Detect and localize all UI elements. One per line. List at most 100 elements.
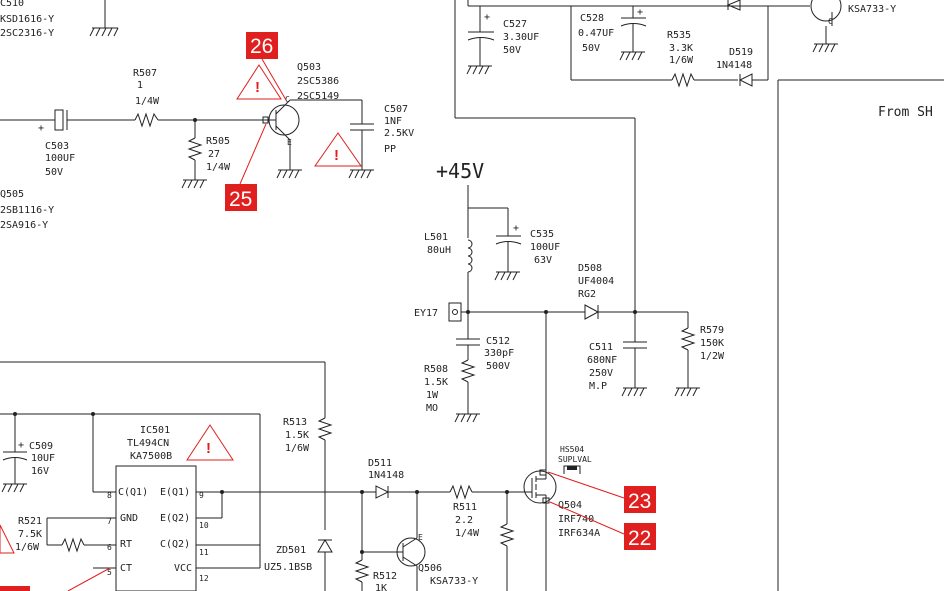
zd501-part: UZ5.1BSB <box>264 562 312 573</box>
c528-value: 0.47UF <box>578 28 614 39</box>
sb1116-label: 2SB1116-Y <box>0 205 54 216</box>
hs-label: SUPLVAL <box>558 455 592 464</box>
q504-part1: IRF740 <box>558 514 594 525</box>
ground-symbol <box>89 0 119 37</box>
q503-part1: 2SC5386 <box>297 76 339 87</box>
c535-voltage: 63V <box>534 255 552 266</box>
r505-value: 27 <box>208 149 220 160</box>
svg-text:+: + <box>484 12 490 23</box>
svg-text:23: 23 <box>628 490 651 513</box>
svg-text:+: + <box>513 223 519 234</box>
c527-capacitor: + <box>467 6 495 66</box>
ground-symbol <box>454 413 480 423</box>
c507-type: PP <box>384 144 396 155</box>
warning-triangle-icon <box>0 524 15 554</box>
r507-watt: 1/4W <box>135 96 160 107</box>
c512-value: 330pF <box>484 348 514 359</box>
ic-pin-e-q1: E(Q1) <box>160 487 190 498</box>
warning-triangle-icon: ! <box>314 132 362 167</box>
heatsink-icon <box>563 465 581 474</box>
svg-text:!: ! <box>255 79 260 96</box>
c535-capacitor: + <box>495 223 522 272</box>
r508-watt: 1W <box>426 390 439 401</box>
r511-watt: 1/4W <box>455 528 480 539</box>
svg-text:C: C <box>828 17 833 26</box>
ground-symbol <box>812 43 838 53</box>
ey17-connector <box>448 302 462 322</box>
l501-value: 80uH <box>427 245 451 256</box>
c512-voltage: 500V <box>486 361 510 372</box>
c527-value: 3.30UF <box>503 32 539 43</box>
c509-capacitor: + <box>2 440 28 484</box>
svg-text:+: + <box>18 440 24 451</box>
c511-type: M.P <box>589 381 607 392</box>
d508-part: UF4004 <box>578 276 614 287</box>
c503-capacitor: + <box>38 109 68 134</box>
c535-ref: C535 <box>530 229 554 240</box>
r513-watt: 1/6W <box>285 443 310 454</box>
callout-25: 25 <box>225 123 267 211</box>
sc2316-label: 2SC2316-Y <box>0 28 54 39</box>
diode-top <box>726 0 741 11</box>
resistor-gate-pulldown <box>499 523 515 547</box>
r508-resistor <box>460 359 476 383</box>
r507-value: 1 <box>137 80 143 91</box>
r512-ref: R512 <box>373 571 397 582</box>
c527-ref: C527 <box>503 19 527 30</box>
c535-value: 100UF <box>530 242 560 253</box>
ground-symbol <box>621 387 647 397</box>
c511-ref: C511 <box>589 342 613 353</box>
d511-part: 1N4148 <box>368 470 404 481</box>
ic-pin-rt: RT <box>120 539 132 550</box>
callout-22: 22 <box>624 523 656 550</box>
c503-voltage: 50V <box>45 167 63 178</box>
ground-symbol <box>1 483 27 493</box>
svg-text:12: 12 <box>199 574 209 583</box>
c527-voltage: 50V <box>503 45 521 56</box>
from-sh-label: From SH <box>878 105 933 120</box>
q503-e-pin: E <box>287 138 292 147</box>
c507-ref: C507 <box>384 104 408 115</box>
ic-pin-e-q2: E(Q2) <box>160 513 190 524</box>
c510-label: C510 <box>0 0 24 9</box>
c528-ref: C528 <box>580 13 604 24</box>
c503-ref: C503 <box>45 141 69 152</box>
r513-resistor <box>317 417 333 441</box>
zd501-zener <box>317 539 333 553</box>
r521-ref: R521 <box>18 516 42 527</box>
svg-text:+: + <box>637 7 643 18</box>
q505-label: Q505 <box>0 189 24 200</box>
ic501-part1: TL494CN <box>127 438 169 449</box>
q503-ref: Q503 <box>297 62 321 73</box>
r535-value: 3.3K <box>669 43 693 54</box>
d508-alt: RG2 <box>578 289 596 300</box>
svg-text:E: E <box>418 533 423 542</box>
c511-voltage: 250V <box>589 368 613 379</box>
q503-transistor: C E <box>262 95 300 170</box>
q503-c-pin: C <box>285 95 290 104</box>
svg-text:10: 10 <box>199 521 209 530</box>
r508-type: MO <box>426 403 438 414</box>
d508-ref: D508 <box>578 263 602 274</box>
ta916-label: 2SA916-Y <box>0 220 48 231</box>
callout-23: 23 <box>624 486 656 513</box>
svg-text:5: 5 <box>107 568 112 577</box>
c528-voltage: 50V <box>582 43 600 54</box>
r579-resistor <box>680 327 696 351</box>
r512-resistor <box>354 559 370 583</box>
hs504-label: HS504 <box>560 445 584 454</box>
zd501-ref: ZD501 <box>276 545 306 556</box>
ic501-ref: IC501 <box>140 425 170 436</box>
ground-symbol <box>466 65 492 75</box>
ground-symbol <box>619 51 645 61</box>
c512-ref: C512 <box>486 336 510 347</box>
svg-text:7: 7 <box>107 517 112 526</box>
ic-pin-c-q1: C(Q1) <box>118 487 148 498</box>
svg-text:26: 26 <box>250 35 273 58</box>
callout-partial <box>0 586 30 591</box>
d519-part: 1N4148 <box>716 60 752 71</box>
d519-ref: D519 <box>729 47 753 58</box>
d519-diode <box>738 73 753 87</box>
ground-symbol <box>494 271 520 281</box>
